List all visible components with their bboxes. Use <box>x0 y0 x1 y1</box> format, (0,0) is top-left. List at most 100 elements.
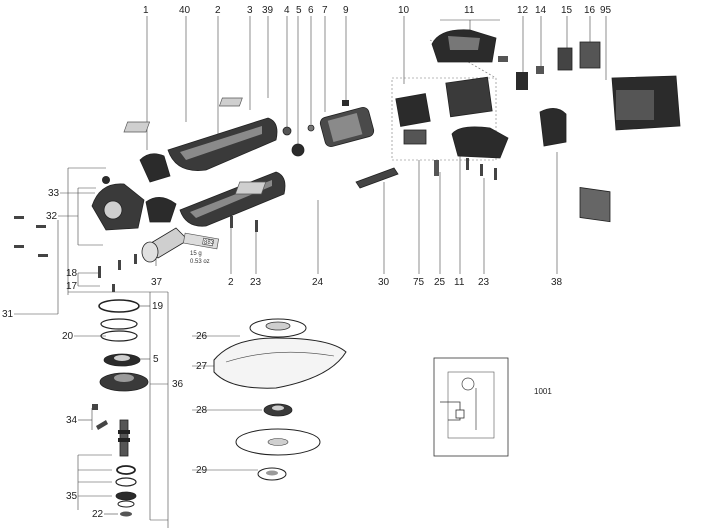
callout-14: 14 <box>535 5 547 16</box>
callout-16: 16 <box>584 5 596 16</box>
part-6-washer <box>307 124 315 132</box>
part-33-screw <box>102 176 110 184</box>
callout-1: 1 <box>143 5 149 16</box>
part-34-clip <box>96 420 108 430</box>
callout-36: 36 <box>172 379 184 390</box>
part-18-screw <box>98 266 101 278</box>
inset-schematic <box>433 357 509 457</box>
callout-30: 30 <box>378 277 390 288</box>
callout-34: 34 <box>66 415 78 426</box>
inset-inner-frame <box>447 371 495 439</box>
callout-12: 12 <box>517 5 529 16</box>
grinding-disc-center <box>267 438 289 446</box>
part-35-bearing <box>115 491 137 501</box>
callout-25: 25 <box>434 277 446 288</box>
part-5-bearing-bore <box>114 355 130 361</box>
callout-17: 17 <box>66 281 78 292</box>
part-10-switch <box>445 76 493 118</box>
part-31-screw-c <box>14 245 24 248</box>
callout-31: 31 <box>2 309 14 320</box>
part-31-screw-b <box>36 225 46 228</box>
callout-39: 39 <box>262 5 274 16</box>
part-1-lower-shell <box>145 197 177 223</box>
part-35-washer-b <box>115 477 137 487</box>
inset-frame <box>433 357 509 457</box>
callout-95: 95 <box>600 5 612 16</box>
part-23-screw-left <box>255 220 258 232</box>
part-14-spring <box>536 66 544 74</box>
part-9-nut <box>342 100 349 106</box>
part-2-highlight <box>180 126 262 160</box>
callout-2-bottom: 2 <box>228 277 234 288</box>
grease-tube-weight-oz: 0.53 oz <box>190 259 210 265</box>
spindle-gear-b <box>118 438 130 442</box>
callout-11-top: 11 <box>464 5 475 16</box>
callout-22: 22 <box>92 509 104 520</box>
part-33-bore <box>103 200 123 220</box>
callout-20: 20 <box>62 331 74 342</box>
callout-75: 75 <box>413 277 425 288</box>
diagram-code: 1001 <box>534 387 552 396</box>
part-35-washer-c <box>117 500 135 508</box>
part-5-bearing <box>291 143 305 157</box>
callout-7: 7 <box>322 5 328 16</box>
callout-38: 38 <box>551 277 563 288</box>
part-20-ring-b <box>100 330 138 342</box>
inset-block <box>455 409 465 419</box>
part-25-spring <box>434 160 439 176</box>
part-38-plate <box>579 187 611 223</box>
callout-3: 3 <box>247 5 253 16</box>
part-23-screw-a <box>466 158 469 170</box>
callout-2-top: 2 <box>215 5 221 16</box>
part-31-screw-d <box>38 254 48 257</box>
callout-27: 27 <box>196 361 208 372</box>
part-19-ring <box>98 299 140 313</box>
part-12-label <box>516 72 528 90</box>
callout-28: 28 <box>196 405 208 416</box>
spindle-gear-a <box>118 430 130 434</box>
part-2-screw <box>230 216 233 228</box>
part-26-clamp-hub <box>265 321 291 331</box>
callout-23-right: 23 <box>478 277 490 288</box>
callout-9: 9 <box>343 5 349 16</box>
part-15-latch <box>557 47 573 71</box>
part-37-handle-end <box>141 241 159 263</box>
grease-tube-weight: 15 g <box>190 251 202 257</box>
callout-23-left: 23 <box>250 277 262 288</box>
part-28-flange-bore <box>272 405 284 411</box>
grease-tube-badge: 883 <box>204 240 215 246</box>
part-39-label <box>218 97 243 107</box>
part-20-ring-a <box>100 318 138 330</box>
part-10-module <box>403 129 427 145</box>
callout-29: 29 <box>196 465 208 476</box>
part-95-battery-face <box>616 90 654 120</box>
callout-11-bottom: 11 <box>454 277 465 288</box>
part-1-shell <box>139 153 171 183</box>
part-11-cover-detail <box>448 36 480 50</box>
part-10-board <box>395 93 431 127</box>
part-23-screw-b <box>480 164 483 176</box>
part-30-rail <box>355 167 399 189</box>
inset-gauge <box>461 377 475 391</box>
part-24-label <box>234 181 267 195</box>
part-27-guard <box>213 337 347 389</box>
callout-33: 33 <box>48 188 60 199</box>
callout-32: 32 <box>46 211 58 222</box>
callout-labels: 1 40 2 3 39 4 5 6 7 9 10 11 12 14 15 16 … <box>2 5 612 520</box>
part-29-nut-bore <box>266 470 278 476</box>
callout-19: 19 <box>152 301 164 312</box>
part-7-windings <box>327 113 363 143</box>
part-11-lower-housing <box>451 126 509 159</box>
part-16-latch <box>579 41 601 69</box>
callout-5-left: 5 <box>153 354 159 365</box>
callout-10: 10 <box>398 5 410 16</box>
frame-10 <box>391 77 497 161</box>
top-leaders <box>146 16 607 150</box>
part-23-screw-c <box>494 168 497 180</box>
part-27-guard-rim <box>225 351 335 363</box>
left-leaders <box>14 167 262 528</box>
callout-26: 26 <box>196 331 208 342</box>
part-38-cap <box>539 108 567 147</box>
callout-37: 37 <box>151 277 163 288</box>
